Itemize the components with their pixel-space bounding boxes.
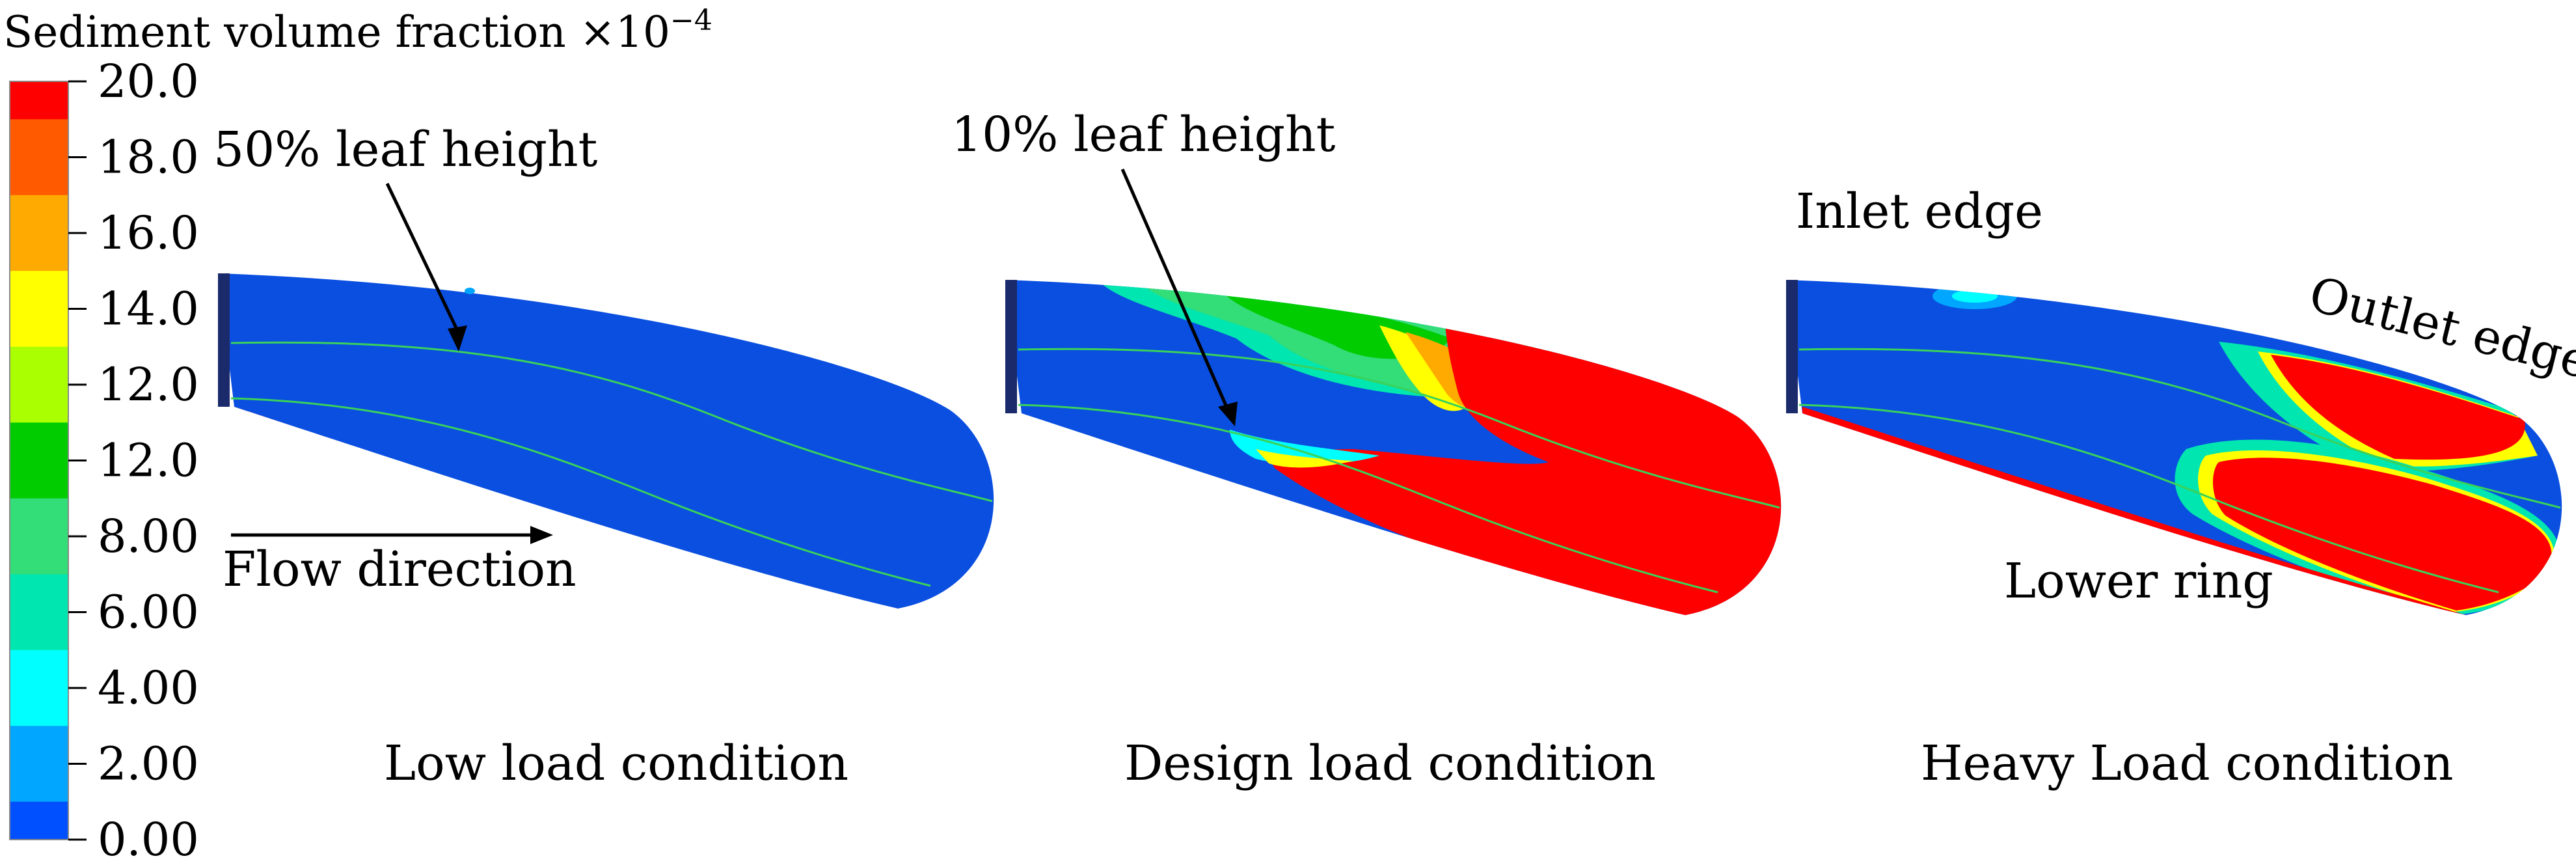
- blade-surface: [218, 273, 994, 609]
- streamline-upper: [1798, 348, 2561, 509]
- blade-leading-side: [1786, 280, 1798, 413]
- legend-tick-label: 2.00: [98, 737, 199, 791]
- legend-color-swatch: [10, 195, 68, 272]
- annotation-arrow-50: [385, 182, 461, 335]
- streamline-upper: [230, 341, 993, 502]
- panel-heavy-load: Inlet edge Outlet edge Lower ring Heavy …: [1786, 184, 2576, 791]
- streamline-upper: [1018, 348, 1780, 509]
- panel-design-load: 10% leaf height Design load condition: [951, 107, 1782, 791]
- annotation-50-leaf-height: 50% leaf height: [213, 122, 598, 178]
- streamline-lower: [230, 397, 931, 587]
- legend-color-swatch: [10, 271, 68, 348]
- legend-color-swatch: [10, 574, 68, 651]
- sediment-region-lower-red: [2212, 458, 2552, 611]
- annotation-10-leaf-height: 10% leaf height: [951, 107, 1336, 163]
- annotation-inlet-edge: Inlet edge: [1796, 184, 2043, 240]
- color-legend: Sediment volume fraction ×10−4 20.0 18.0 1…: [3, 4, 712, 865]
- legend-color-swatch: [10, 650, 68, 727]
- legend-tick-labels: 20.0 18.0 16.0 14.0 12.0 12.0 8.00 6.00 4.00 2.00…: [68, 55, 199, 865]
- legend-title: Sediment volume fraction ×10−4: [3, 4, 712, 57]
- caption-design-load: Design load condition: [1124, 735, 1656, 791]
- legend-color-swatch: [10, 81, 68, 120]
- streamline-lower: [1018, 404, 1718, 594]
- legend-tick-label: 4.00: [98, 661, 199, 715]
- legend-color-swatch: [10, 422, 68, 499]
- streamline-lower: [1798, 404, 2499, 594]
- sediment-region-upper-red: [2271, 355, 2525, 460]
- sediment-band-tongue-yellow: [1256, 449, 1353, 468]
- arrowhead-50: [448, 325, 467, 351]
- legend-color-swatch: [10, 346, 68, 424]
- sediment-region-red: [1273, 306, 1782, 615]
- legend-tick-label: 8.00: [98, 510, 199, 563]
- legend-color-swatch: [10, 726, 68, 803]
- legend-color-bar: [9, 81, 69, 840]
- caption-heavy-load: Heavy Load condition: [1921, 735, 2454, 791]
- flow-arrowhead: [530, 526, 553, 544]
- sediment-spot-inlet-core: [1952, 290, 1998, 303]
- legend-color-swatch: [10, 119, 68, 196]
- legend-tick-label: 12.0: [98, 358, 199, 411]
- caption-low-load: Low load condition: [384, 735, 848, 791]
- legend-tick-label: 6.00: [98, 586, 199, 639]
- annotation-flow-direction: Flow direction: [223, 542, 576, 597]
- panel-low-load: 50% leaf height Flow direction Low load …: [213, 122, 994, 791]
- legend-tick-label: 18.0: [98, 131, 199, 184]
- legend-color-swatch: [10, 801, 68, 840]
- legend-tick-label: 12.0: [98, 434, 199, 487]
- legend-tick-label: 14.0: [98, 282, 199, 336]
- legend-tick-label: 20.0: [98, 55, 199, 108]
- annotation-lower-ring: Lower ring: [2004, 553, 2273, 609]
- annotation-arrow-10: [1120, 168, 1228, 408]
- legend-color-swatch: [10, 498, 68, 575]
- blade-leading-side: [1005, 280, 1017, 413]
- sediment-spot: [465, 288, 475, 294]
- arrowhead-10: [1218, 402, 1238, 426]
- legend-tick-label: 0.00: [98, 813, 199, 865]
- blade-leading-side: [218, 273, 230, 407]
- legend-tick-label: 16.0: [98, 206, 199, 260]
